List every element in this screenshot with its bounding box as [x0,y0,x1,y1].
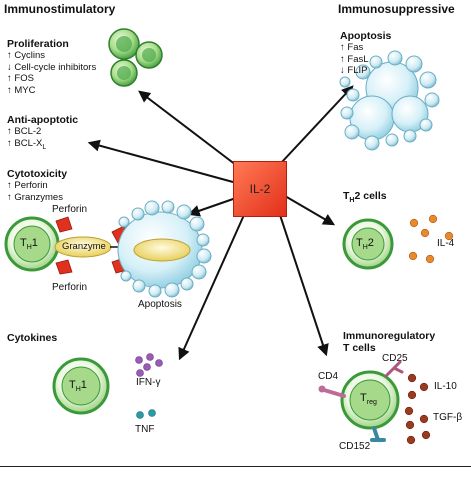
apoptosis-label: Apoptosis [138,299,182,310]
apoptotic-cluster-top [339,50,440,151]
cd4-receptor [318,385,346,398]
arrow-anti-apoptotic [87,139,234,183]
treg-title: Immunoregulatory T cells [343,330,435,354]
granzyme-label: Granzyme [62,241,106,252]
th1-cytotoxic-cell [4,216,60,272]
cell-sub: H [75,386,81,394]
ifn-molecules [135,353,163,377]
treg-title-line2: T cells [343,342,376,354]
cytotoxicity-list: ↑ Perforin ↑ Granzymes [7,180,67,203]
arrow-cytokines [178,214,245,361]
list-item: ↓ FLIP [340,65,368,76]
arrow-treg [279,214,329,357]
treg-cell [340,370,400,430]
th1-cell-label: TH1 [20,237,38,251]
anti-apoptotic-title: Anti-apoptotic [7,114,79,126]
apoptosis-title: Apoptosis [340,30,392,42]
list-item: ↑ MYC [7,84,36,96]
proliferation-list: ↑ Cyclins ↓ Cell-cycle inhibitors ↑ FOS … [7,50,96,96]
proliferation-section: Proliferation ↑ Cyclins ↓ Cell-cycle inh… [7,38,96,96]
cell-sub: reg [366,399,377,407]
cell-sub: H [26,244,32,252]
arrows [87,85,354,361]
cytotoxicity-title: Cytotoxicity [7,168,68,180]
th1-cytokine-label: TH1 [69,379,87,393]
il2-label: IL-2 [249,182,271,196]
header-immunosuppressive: Immunosuppressive [338,2,455,16]
list-item: ↑ BCL-2 [7,126,42,137]
th2-title-letter: T [343,190,350,202]
th2-cell [342,218,394,270]
bclxl-subscript: L [42,143,47,151]
list-item: ↑ Perforin [7,180,48,191]
cell-letter: T [356,237,363,249]
arrow-cytotoxicity [187,197,237,217]
perforin-label-top: Perforin [52,204,88,215]
header-immunostimulatory: Immunostimulatory [4,2,116,16]
il10-molecules [407,373,429,400]
cd4-label: CD4 [318,371,339,382]
tgf-beta-label: TGF-β [433,412,463,423]
treg-cell-label: Treg [360,392,377,406]
tnf-molecules [136,409,156,419]
cell-num: 1 [80,379,87,391]
proliferation-title: Proliferation [7,38,69,50]
apoptosis-section: Apoptosis ↑ Fas ↑ FasL ↓ FLIP [340,30,391,77]
proliferating-cells [108,28,163,87]
list-item: ↑ Granzymes [7,191,63,203]
cell-sub: H [362,244,368,252]
th1-cytokine-cell [52,357,110,415]
list-item: ↑ Fas [340,42,364,53]
cell-letter: T [69,379,76,391]
il4-label: IL-4 [437,238,455,249]
th2-cell-label: TH2 [356,237,374,251]
th2-title: TH2 cells [343,190,387,204]
list-item: ↓ Cell-cycle inhibitors [7,61,97,73]
cell-letter: T [360,392,367,404]
arrow-th2 [284,195,336,226]
list-item: ↑ BCL-XL [7,138,78,153]
cytotoxicity-section: Cytotoxicity ↑ Perforin ↑ Granzymes [7,168,67,203]
perforin-label-bottom: Perforin [52,282,88,293]
apoptosis-list: ↑ Fas ↑ FasL ↓ FLIP [340,42,391,77]
cell-letter: T [20,237,27,249]
list-item: ↑ FOS [7,73,34,84]
cd152-label: CD152 [339,441,371,452]
ifn-gamma-label: IFN-γ [136,377,161,388]
anti-apoptotic-list: ↑ BCL-2 ↑ BCL-XL [7,126,78,153]
il10-label: IL-10 [434,381,457,392]
tnf-label: TNF [135,424,155,435]
tgf-molecules [404,406,431,445]
il4-molecules [408,214,454,264]
bottom-rule [0,466,471,467]
cd25-receptor [384,360,404,378]
il2-box: IL-2 [233,161,287,217]
arrow-proliferation [138,90,237,166]
cell-num: 2 [367,237,374,249]
cell-num: 1 [31,237,38,249]
list-item: ↑ FasL [340,53,369,65]
cd152-receptor [370,426,386,442]
list-item-text: ↑ BCL-X [7,137,43,149]
arrow-apoptosis [280,85,354,164]
target-apoptotic-cell [117,200,212,298]
treg-title-line1: Immunoregulatory [343,330,436,342]
cd25-label: CD25 [382,353,408,364]
th2-title-rest: 2 cells [354,190,387,202]
anti-apoptotic-section: Anti-apoptotic ↑ BCL-2 ↑ BCL-XL [7,114,78,153]
cytokines-title: Cytokines [7,332,58,344]
list-item: ↑ Cyclins [7,50,46,61]
th2-title-sub: H [349,197,355,205]
